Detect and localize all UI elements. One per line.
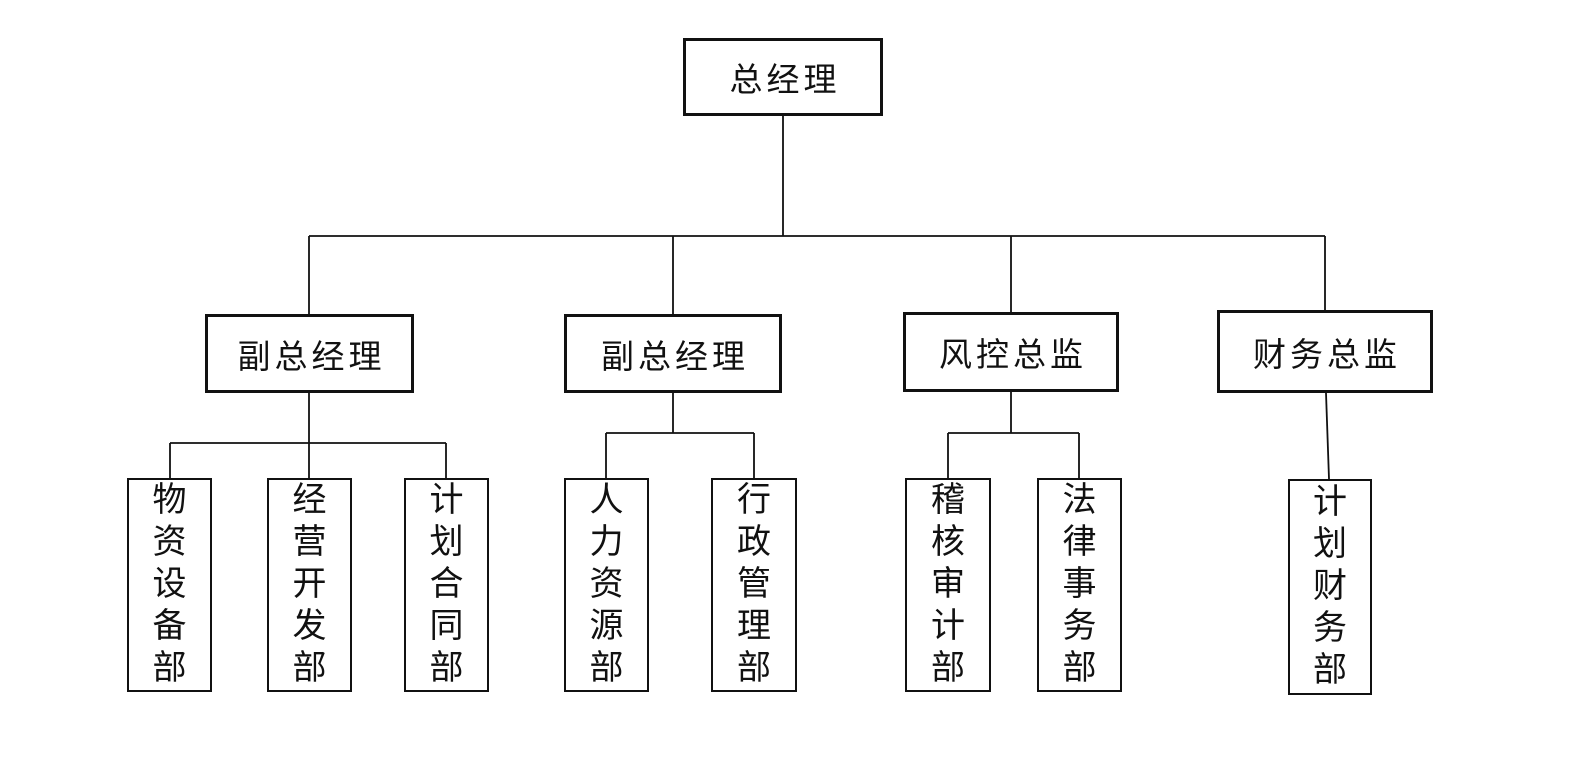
node-dept-business-development-label: 经营开发部 (292, 482, 327, 687)
node-dept-planning-contract: 计划合同部 (404, 478, 489, 692)
node-general-manager-label: 总经理 (729, 63, 841, 99)
node-risk-control-director: 风控总监 (903, 312, 1119, 392)
node-deputy-general-manager-2-label: 副总经理 (601, 339, 749, 376)
node-dept-materials-equipment: 物资设备部 (127, 478, 212, 692)
node-deputy-general-manager-1: 副总经理 (205, 314, 414, 393)
node-dept-administration-label: 行政管理部 (737, 482, 771, 687)
node-general-manager: 总经理 (683, 38, 883, 116)
node-dept-materials-equipment-label: 物资设备部 (152, 482, 187, 687)
node-dept-legal-affairs: 法律事务部 (1037, 478, 1122, 692)
node-dept-audit-label: 稽核审计部 (931, 482, 965, 687)
node-finance-director: 财务总监 (1217, 310, 1433, 393)
node-dept-business-development: 经营开发部 (267, 478, 352, 692)
node-finance-director-label: 财务总监 (1253, 337, 1401, 374)
node-deputy-general-manager-1-label: 副总经理 (237, 339, 386, 376)
node-dept-human-resources-label: 人力资源部 (589, 482, 624, 687)
node-dept-planning-finance: 计划财务部 (1288, 479, 1372, 695)
node-dept-planning-finance-label: 计划财务部 (1313, 484, 1347, 689)
node-dept-audit: 稽核审计部 (905, 478, 991, 692)
node-dept-administration: 行政管理部 (711, 478, 797, 692)
node-dept-planning-contract-label: 计划合同部 (429, 482, 464, 687)
node-risk-control-director-label: 风控总监 (939, 338, 1087, 374)
node-dept-human-resources: 人力资源部 (564, 478, 649, 692)
node-deputy-general-manager-2: 副总经理 (564, 314, 782, 393)
node-dept-legal-affairs-label: 法律事务部 (1062, 482, 1097, 687)
connector-finance-drop (1325, 392, 1330, 480)
